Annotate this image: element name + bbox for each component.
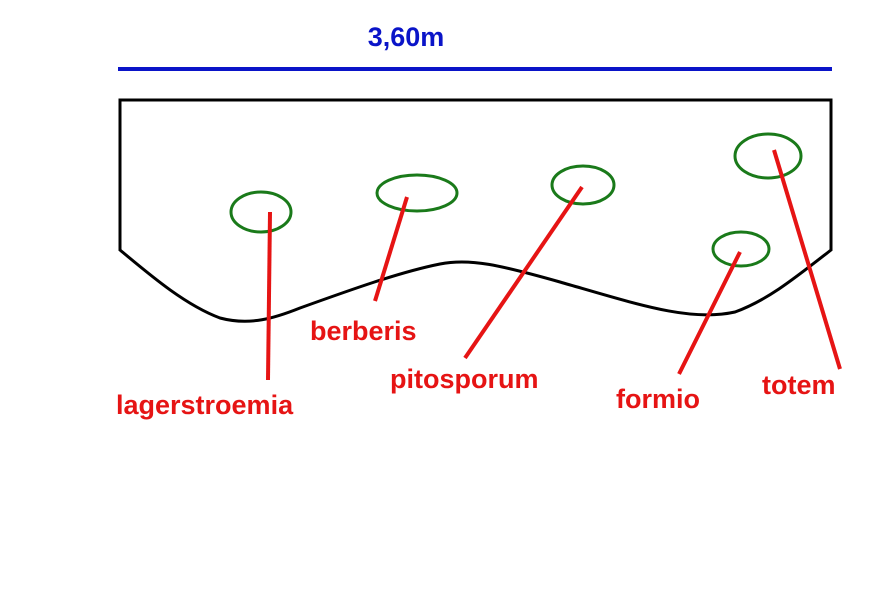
plant-label-berberis: berberis bbox=[310, 316, 417, 346]
plant-circle-lagerstroemia bbox=[229, 190, 293, 234]
plant-circle-formio bbox=[711, 230, 771, 268]
leader-line-lagerstroemia bbox=[266, 211, 272, 381]
garden-bed-outline bbox=[118, 98, 833, 323]
dimension-label: 3,60m bbox=[368, 22, 445, 52]
plant-label-formio: formio bbox=[616, 384, 700, 414]
plant-circle-berberis bbox=[375, 173, 459, 213]
leader-line-pitosporum bbox=[463, 185, 584, 360]
plant-label-lagerstroemia: lagerstroemia bbox=[116, 390, 294, 420]
leader-line-berberis bbox=[373, 196, 409, 302]
plant-circle-pitosporum bbox=[550, 164, 616, 206]
leader-line-formio bbox=[677, 251, 742, 375]
leader-line-totem bbox=[772, 149, 842, 370]
plant-label-totem: totem bbox=[762, 370, 836, 400]
plant-circle-totem bbox=[733, 132, 803, 180]
plant-label-pitosporum: pitosporum bbox=[390, 364, 539, 394]
